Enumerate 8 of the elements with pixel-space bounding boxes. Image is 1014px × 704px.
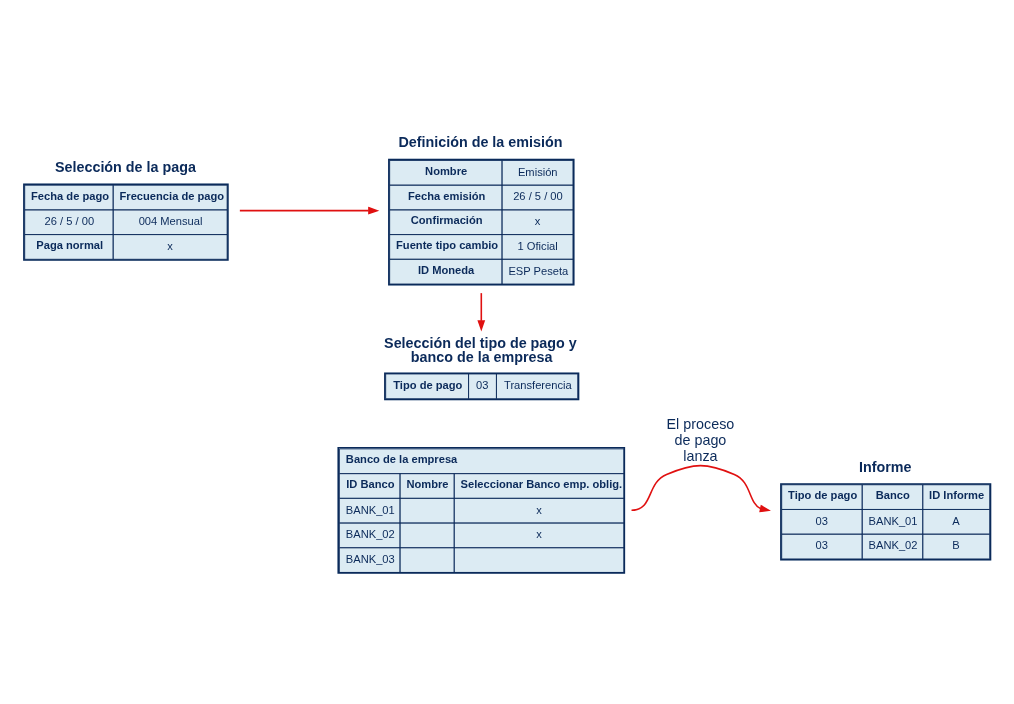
node-label: Selección de la paga xyxy=(54,158,196,175)
arrow xyxy=(630,464,771,512)
node-label: Selección del tipo de pago y banco de la empresa xyxy=(384,334,577,365)
node-label: Informe xyxy=(859,458,912,475)
edge-label: El proceso de pago lanza xyxy=(666,415,735,464)
arrow xyxy=(239,206,380,215)
arrow xyxy=(477,291,486,331)
node-label: Definición de la emisión xyxy=(398,133,563,150)
